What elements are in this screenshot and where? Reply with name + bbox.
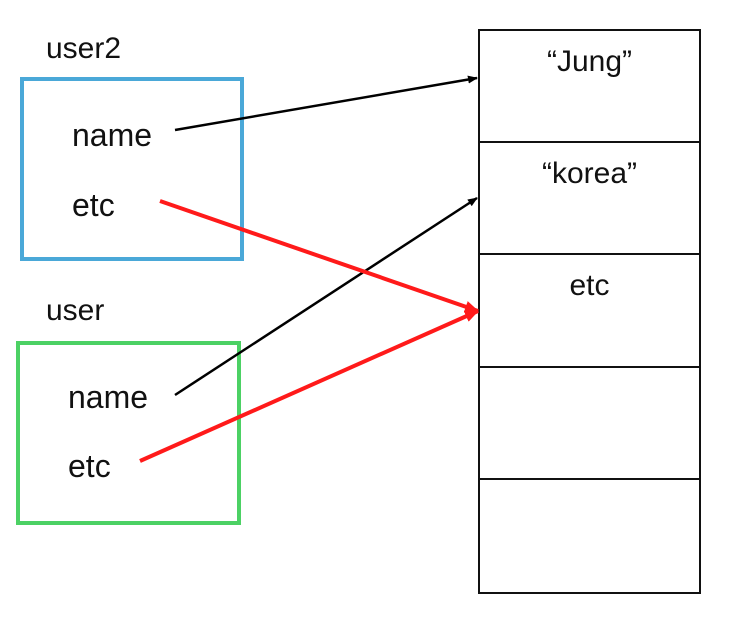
memory-cell-value: “Jung” <box>546 45 633 78</box>
memory-cell <box>480 368 699 480</box>
arrow-user-name-to-korea <box>174 196 478 397</box>
memory-cell: “korea” <box>480 143 699 256</box>
arrow-user-etc-to-etc <box>139 309 479 463</box>
memory-cell: “Jung” <box>480 31 699 144</box>
object-box-user: name etc <box>16 341 241 525</box>
field-etc-user2: etc <box>72 187 115 223</box>
object-label-user: user <box>46 294 105 327</box>
memory-cell-value: etc <box>569 269 610 303</box>
field-name-user: name <box>68 379 149 415</box>
memory-cell: etc <box>480 255 699 368</box>
memory-cell-value: “korea” <box>541 157 638 191</box>
arrow-user2-etc-to-etc <box>159 199 479 313</box>
object-label-user2: user2 <box>46 32 122 65</box>
field-name-user2: name <box>72 117 153 153</box>
field-etc-user: etc <box>68 448 111 484</box>
object-box-user2: name etc <box>20 77 244 261</box>
arrow-user2-name-to-jung <box>174 75 478 132</box>
memory-heap: “Jung” “korea” etc <box>478 29 701 594</box>
